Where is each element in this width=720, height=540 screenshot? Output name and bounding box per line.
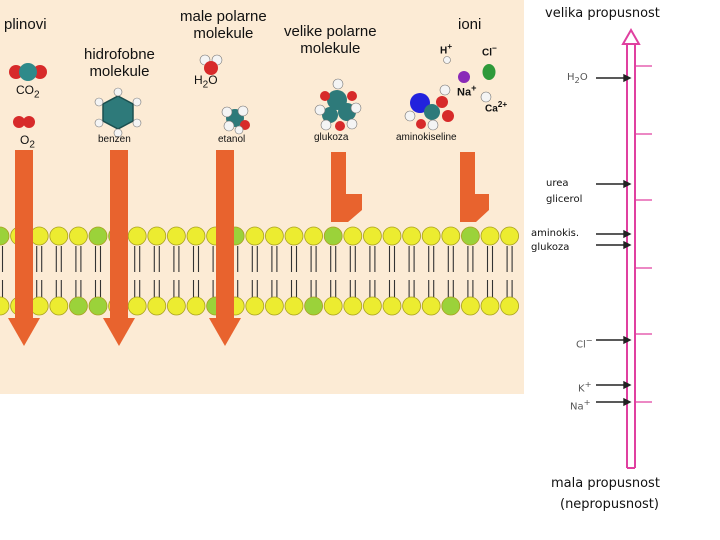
calcium-ion-label: Ca2+ [485, 99, 508, 115]
chloride-ion-icon [482, 64, 496, 80]
lipid-heads [0, 226, 520, 316]
lipid-head [441, 226, 461, 246]
lipid-head [0, 296, 10, 316]
lipid-head [88, 296, 108, 316]
scale-amino-acids-label: aminokis. [531, 228, 580, 239]
lipid-head [49, 296, 69, 316]
arrow-large-polar-blocked [331, 152, 362, 222]
benzene-molecule-icon [94, 87, 142, 138]
lipid-head [323, 226, 343, 246]
arrow-gases [8, 150, 40, 346]
impermeable-caption: (nepropusnost) [560, 497, 659, 512]
lipid-head [127, 226, 147, 246]
lipid-head [421, 296, 441, 316]
lipid-head [362, 296, 382, 316]
calcium-ion-icon [480, 91, 492, 103]
scale-sodium-label: Na+ [570, 397, 591, 413]
lipid-head [186, 226, 206, 246]
hydrogen-ion-icon [443, 56, 451, 64]
arrow-hydrophobic [103, 150, 135, 346]
lipid-head [362, 226, 382, 246]
ethanol-molecule-icon [221, 105, 250, 135]
arrow-small-polar [209, 150, 241, 346]
lipid-head [166, 226, 186, 246]
lipid-head [284, 296, 304, 316]
lipid-head [69, 296, 88, 316]
o2-label: O2 [20, 133, 35, 151]
lipid-head [186, 296, 206, 316]
ion-icons [443, 56, 496, 103]
lipid-head [49, 226, 69, 246]
lipid-head [69, 226, 88, 246]
sodium-ion-icon [458, 71, 470, 83]
sodium-ion-label: Na+ [457, 83, 477, 99]
lipid-head [382, 226, 402, 246]
scale-glucose-label: glukoza [531, 242, 570, 253]
lipid-head [343, 226, 363, 246]
lipid-head [264, 226, 284, 246]
lipid-head [460, 296, 480, 316]
scale-chloride-label: Cl− [576, 335, 593, 351]
glucose-molecule-icon [314, 78, 362, 131]
membrane-panel [0, 0, 524, 394]
lipid-head [343, 296, 363, 316]
water-molecule-icon [199, 54, 223, 75]
co2-label: CO2 [16, 83, 40, 101]
lipid-head [166, 296, 186, 316]
lipid-head [264, 296, 284, 316]
scale-h2o-label: H2O [567, 72, 588, 85]
permeability-scale [596, 27, 652, 469]
transport-arrows [8, 150, 489, 346]
arrow-ions-blocked [460, 152, 489, 222]
lipid-head [500, 226, 520, 246]
lipid-head [402, 226, 422, 246]
lipid-head [304, 226, 324, 246]
lipid-head [323, 296, 343, 316]
lipid-head [500, 296, 520, 316]
lipid-head [480, 296, 500, 316]
lipid-head [127, 296, 147, 316]
lipid-head [382, 296, 402, 316]
lipid-head [245, 296, 265, 316]
lipid-head [402, 296, 422, 316]
lipid-head [245, 226, 265, 246]
lipid-head [480, 226, 500, 246]
lipid-head [421, 226, 441, 246]
scale-potassium-label: K+ [578, 379, 592, 395]
co2-molecule-icon [9, 63, 47, 81]
low-permeability-caption: mala propusnost [551, 476, 660, 491]
scale-glycerol-label: glicerol [546, 194, 583, 205]
chloride-ion-label: Cl− [482, 43, 497, 59]
lipid-head [441, 296, 461, 316]
hydrogen-ion-label: H+ [440, 41, 453, 57]
amino-acids-label: aminokiseline [396, 132, 457, 143]
lipid-head [147, 226, 167, 246]
lipid-head [284, 226, 304, 246]
scale-urea-label: urea [546, 178, 569, 189]
water-label: H2O [194, 73, 218, 91]
lipid-head [88, 226, 108, 246]
lipid-tails [1, 246, 513, 304]
amino-acid-molecule-icon [404, 84, 454, 131]
category-gases-label: plinovi [4, 16, 47, 33]
lipid-head [147, 296, 167, 316]
lipid-head [0, 226, 10, 246]
benzene-label: benzen [98, 134, 131, 145]
o2-molecule-icon [13, 116, 35, 128]
high-permeability-caption: velika propusnost [545, 6, 660, 21]
lipid-head [304, 296, 324, 316]
category-ions-label: ioni [458, 16, 482, 33]
ethanol-label: etanol [218, 134, 246, 145]
lipid-head [460, 226, 480, 246]
glucose-label: glukoza [314, 132, 349, 143]
